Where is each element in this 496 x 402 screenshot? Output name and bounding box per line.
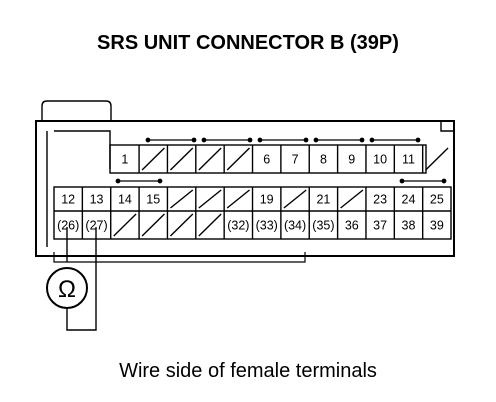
terminal-label: 19 xyxy=(260,193,274,207)
ohmmeter-symbol: Ω xyxy=(58,276,76,303)
unused-terminal-slash xyxy=(340,189,364,209)
terminal-label: 1 xyxy=(121,153,128,167)
unused-terminal-slash xyxy=(226,189,250,209)
unused-terminal-slash xyxy=(198,213,222,237)
unused-terminal-slash xyxy=(169,147,194,171)
terminal-label: 13 xyxy=(90,193,104,207)
unused-terminal-slash xyxy=(283,189,307,209)
terminal-label: (27) xyxy=(85,219,107,233)
connector-lock-tab xyxy=(41,100,112,121)
terminal-label: 15 xyxy=(146,193,160,207)
terminal-label: (33) xyxy=(256,219,278,233)
terminal-label: 8 xyxy=(320,153,327,167)
unused-terminal-slash xyxy=(169,213,194,237)
terminal-label: 10 xyxy=(373,153,387,167)
terminal-label: (35) xyxy=(312,219,334,233)
diagram-caption: Wire side of female terminals xyxy=(119,360,377,382)
terminal-label: 11 xyxy=(402,153,415,167)
terminal-label: 24 xyxy=(402,193,416,207)
connector-key-notch xyxy=(440,121,454,132)
terminal-label: 7 xyxy=(292,153,299,167)
test-leads xyxy=(53,227,306,331)
terminal-label: 9 xyxy=(348,153,355,167)
terminal-label: 6 xyxy=(263,153,270,167)
unused-terminal-slash xyxy=(198,189,222,209)
terminal-label: 39 xyxy=(430,219,444,233)
unused-terminal-slash xyxy=(170,189,194,209)
terminal-label: 23 xyxy=(373,193,387,207)
row-1-outline xyxy=(109,144,427,174)
unused-terminal-slash xyxy=(141,213,165,237)
blank-area xyxy=(54,130,111,169)
diagram-title: SRS UNIT CONNECTOR B (39P) xyxy=(97,32,399,54)
terminal-label: 25 xyxy=(430,193,444,207)
unused-terminal-slash xyxy=(226,147,251,171)
unused-terminal-slash xyxy=(425,147,449,171)
ohmmeter-icon xyxy=(46,267,88,309)
terminal-label: 36 xyxy=(345,219,359,233)
terminal-label: (32) xyxy=(227,219,249,233)
unused-terminal-slash xyxy=(113,213,137,237)
terminal-label: 37 xyxy=(373,219,387,233)
terminal-label: 14 xyxy=(118,193,132,207)
ohmmeter: Ω xyxy=(46,267,88,309)
unused-terminal-slash xyxy=(198,147,222,171)
unused-terminal-slash xyxy=(141,147,165,171)
terminal-label: 12 xyxy=(61,193,75,207)
terminal-label: (26) xyxy=(57,219,79,233)
shorting-bars xyxy=(115,137,447,184)
terminal-label: 21 xyxy=(316,193,330,207)
connector-housing xyxy=(35,120,455,257)
terminal-label: (34) xyxy=(284,219,306,233)
terminal-label: 38 xyxy=(402,219,416,233)
